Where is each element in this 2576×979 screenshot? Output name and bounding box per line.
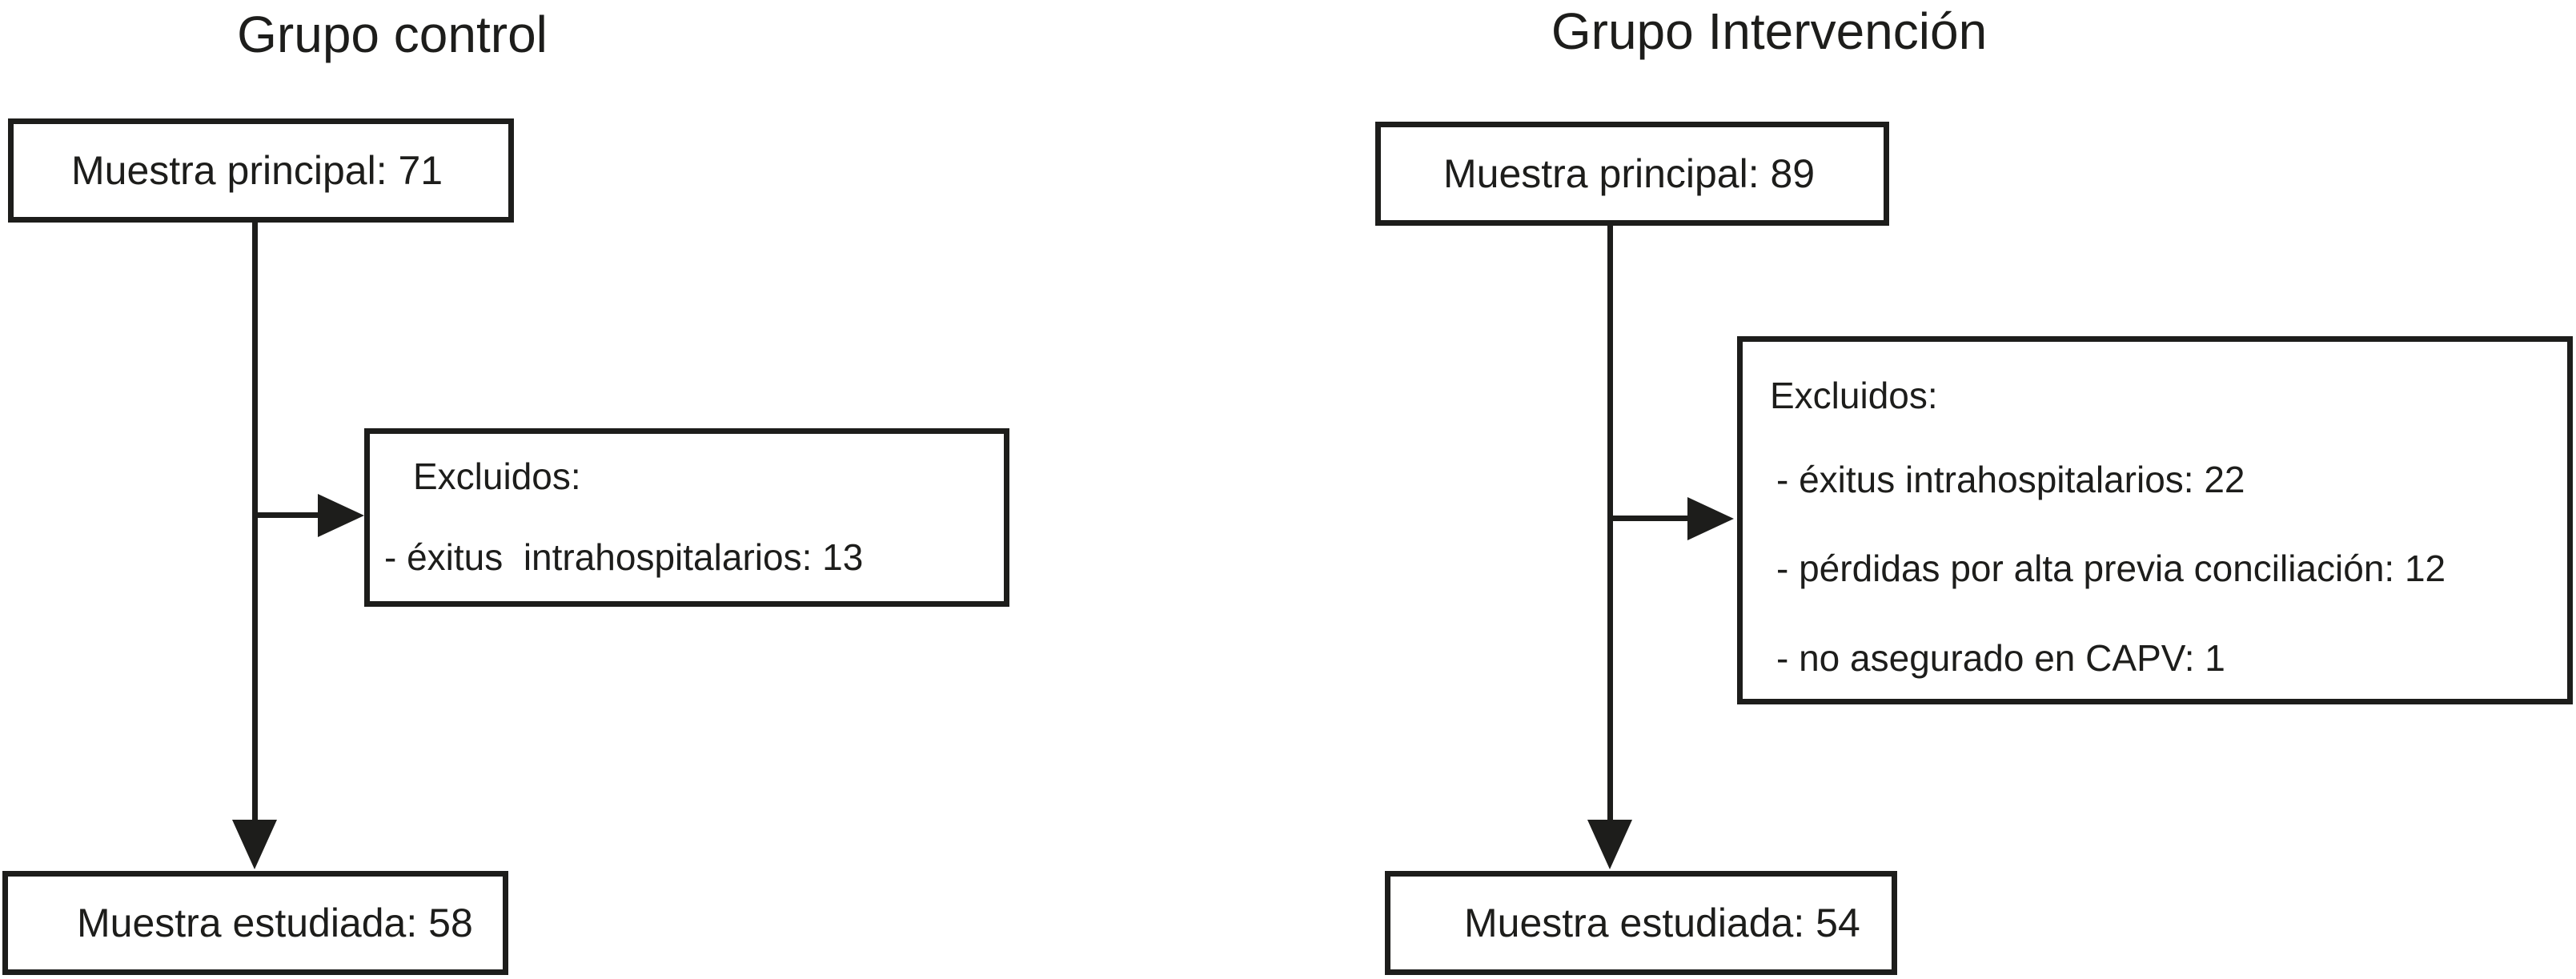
excluded-box-control: Excluidos: - éxitus intrahospitalarios: … [364,428,1009,607]
excluded-item: - éxitus intrahospitalarios: 13 [384,536,864,579]
connector-vertical-intervention [1607,226,1613,823]
result-box-control: Muestra estudiada: 58 [2,871,508,975]
group-title-control: Grupo control [237,6,548,63]
excluded-item: - éxitus intrahospitalarios: 22 [1776,459,2245,501]
arrowhead-right-icon [1687,497,1734,540]
group-title-intervention: Grupo Intervención [1551,2,1988,60]
connector-horizontal-control [255,512,319,518]
excluded-item: - no asegurado en CAPV: 1 [1776,636,2225,679]
connector-horizontal-intervention [1610,516,1688,521]
main-sample-box-intervention: Muestra principal: 89 [1375,122,1889,226]
excluded-item: - pérdidas por alta previa conciliación:… [1776,548,2446,590]
excluded-box-intervention: Excluidos: - éxitus intrahospitalarios: … [1737,336,2573,704]
arrowhead-down-icon [232,820,277,869]
connector-vertical-control [252,221,258,823]
arrowhead-right-icon [318,494,364,537]
main-sample-label: Muestra principal: 89 [1443,151,1816,196]
result-box-intervention: Muestra estudiada: 54 [1385,871,1897,975]
excluded-heading: Excluidos: [413,455,581,497]
result-label: Muestra estudiada: 54 [1464,901,1860,945]
result-label: Muestra estudiada: 58 [77,901,473,945]
main-sample-box-control: Muestra principal: 71 [8,118,514,223]
excluded-heading: Excluidos: [1770,375,1938,416]
arrowhead-down-icon [1587,820,1632,869]
main-sample-label: Muestra principal: 71 [71,148,443,193]
